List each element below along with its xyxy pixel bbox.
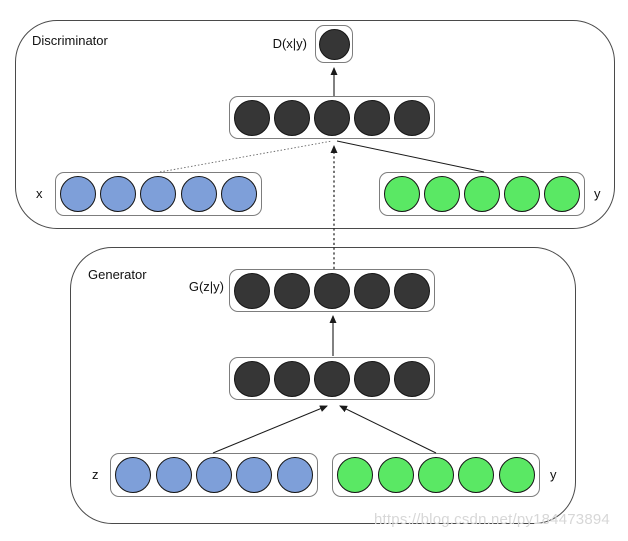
z-input-label: z (92, 467, 99, 482)
neuron-node (504, 176, 540, 212)
neuron-node (276, 457, 313, 493)
neuron-node (424, 176, 460, 212)
neuron-node (458, 457, 495, 493)
neuron-node (140, 176, 177, 212)
x-input-label: x (36, 186, 43, 201)
neuron-node (394, 272, 430, 309)
neuron-node (220, 176, 257, 212)
neuron-node (394, 360, 430, 397)
neuron-node (394, 99, 430, 136)
discriminator-output-label: D(x|y) (272, 36, 307, 51)
z-input-layer (110, 453, 318, 497)
discriminator-output-node (315, 25, 353, 63)
generator-hidden-layer (229, 357, 435, 400)
neuron-node (314, 99, 350, 136)
discriminator-label: Discriminator (32, 33, 108, 48)
generator-output-layer (229, 269, 435, 312)
neuron-node (354, 99, 390, 136)
x-input-layer (55, 172, 262, 216)
neuron-node (274, 99, 310, 136)
neuron-node (234, 272, 270, 309)
watermark-url: https://blog.csdn.net/py184473894 (374, 511, 610, 528)
neuron-node (234, 360, 270, 397)
neuron-node (314, 360, 350, 397)
neuron-node (274, 360, 310, 397)
neuron-node (498, 457, 535, 493)
neuron-node (337, 457, 374, 493)
neuron-node (377, 457, 414, 493)
neuron-node (354, 272, 390, 309)
y-input-label-generator: y (550, 467, 557, 482)
y-input-layer-generator (332, 453, 540, 497)
neuron-node (100, 176, 137, 212)
y-input-label-discriminator: y (594, 186, 601, 201)
neuron-node (180, 176, 217, 212)
neuron-node (234, 99, 270, 136)
y-input-layer-discriminator (379, 172, 585, 216)
neuron-node (195, 457, 232, 493)
neuron-node (274, 272, 310, 309)
generator-label: Generator (88, 267, 147, 282)
neuron-node (236, 457, 273, 493)
neuron-node (464, 176, 500, 212)
neuron-node (544, 176, 580, 212)
neuron-node (417, 457, 454, 493)
neuron-node (354, 360, 390, 397)
neuron-node (384, 176, 420, 212)
neuron-node (314, 272, 350, 309)
generator-output-label: G(z|y) (188, 279, 224, 294)
neuron-node (115, 457, 152, 493)
discriminator-hidden-layer (229, 96, 435, 139)
neuron-node (318, 28, 350, 60)
neuron-node (155, 457, 192, 493)
neuron-node (60, 176, 97, 212)
